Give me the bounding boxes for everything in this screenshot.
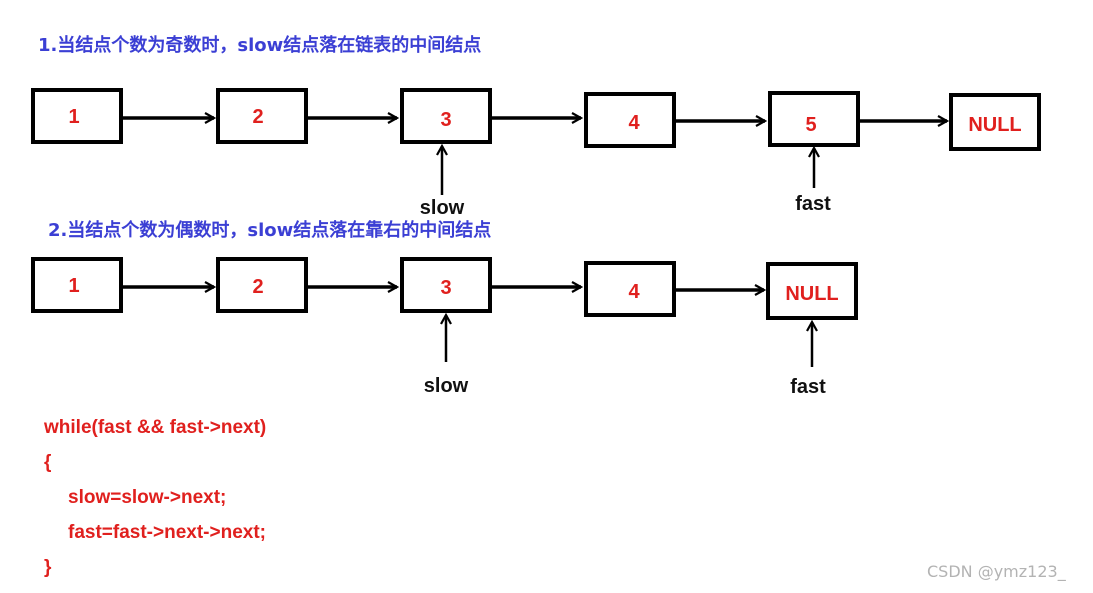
even-list-node-null: NULL [766, 262, 858, 320]
slow-pointer-label: slow [424, 375, 469, 397]
code-block: while(fast && fast->next) { slow=slow->n… [44, 414, 266, 589]
node-box [768, 91, 860, 147]
node-value: 4 [628, 281, 640, 303]
odd-list-node-5: 5 [768, 91, 860, 147]
odd-list-node-1: 1 [31, 88, 123, 144]
code-line: } [44, 557, 52, 578]
node-value: 3 [440, 109, 451, 131]
node-box [584, 261, 676, 317]
code-line: fast=fast->next->next; [68, 522, 266, 543]
odd-list-row: 1 2 3 4 5 NULL slow fast [31, 88, 1041, 219]
node-box [31, 257, 123, 313]
node-box [949, 93, 1041, 151]
odd-case-heading: 1.当结点个数为奇数时，slow结点落在链表的中间结点 [38, 35, 482, 56]
even-list-node-2: 2 [216, 257, 308, 313]
node-box [216, 88, 308, 144]
node-box [31, 88, 123, 144]
node-value: 4 [628, 112, 640, 134]
node-box [400, 257, 492, 313]
node-box [766, 262, 858, 320]
node-value: 2 [252, 276, 263, 298]
odd-list-node-null: NULL [949, 93, 1041, 151]
even-list-node-3: 3 [400, 257, 492, 313]
node-value: NULL [968, 114, 1021, 136]
node-value: NULL [785, 283, 838, 305]
code-line: slow=slow->next; [68, 487, 227, 508]
even-list-row: 1 2 3 4 NULL slow fast [31, 257, 858, 398]
odd-list-node-4: 4 [584, 92, 676, 148]
node-value: 2 [252, 106, 263, 128]
fast-pointer-label: fast [790, 376, 826, 398]
node-box [584, 92, 676, 148]
node-value: 1 [68, 275, 79, 297]
odd-list-node-2: 2 [216, 88, 308, 144]
even-case-heading: 2.当结点个数为偶数时，slow结点落在靠右的中间结点 [48, 220, 492, 241]
node-value: 3 [440, 277, 451, 299]
odd-list-node-3: 3 [400, 88, 492, 144]
even-list-node-4: 4 [584, 261, 676, 317]
watermark: CSDN @ymz123_ [927, 562, 1066, 581]
code-line: while(fast && fast->next) [44, 417, 267, 438]
code-line: { [44, 452, 52, 473]
node-box [216, 257, 308, 313]
node-value: 5 [805, 114, 816, 136]
slow-pointer-label: slow [420, 197, 465, 219]
fast-pointer-label: fast [795, 193, 831, 215]
even-list-node-1: 1 [31, 257, 123, 313]
node-value: 1 [68, 106, 79, 128]
node-box [400, 88, 492, 144]
